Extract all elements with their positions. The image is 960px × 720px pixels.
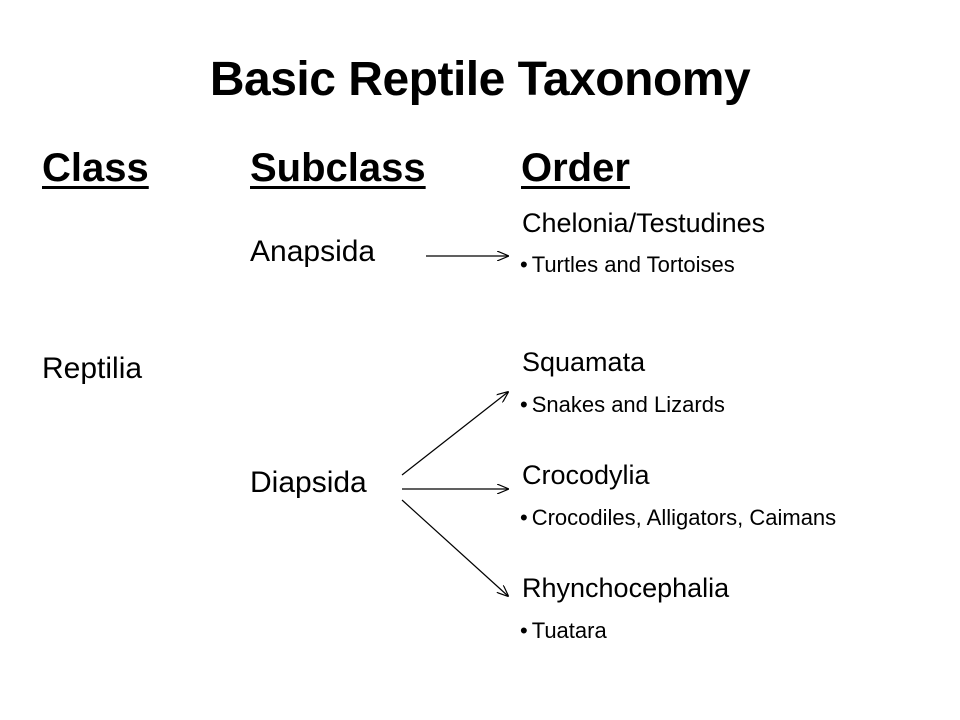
example-text: Snakes and Lizards [531, 392, 725, 417]
bullet-icon: • [520, 252, 528, 277]
header-class: Class [42, 146, 149, 190]
order-crocodylia-example: •Crocodiles, Alligators, Caimans [520, 505, 836, 531]
bullet-icon: • [520, 618, 528, 643]
arrow-diapsida-to-squamata [401, 392, 508, 476]
order-squamata: Squamata [522, 347, 646, 377]
order-squamata-example: •Snakes and Lizards [520, 392, 725, 418]
order-chelonia-example: •Turtles and Tortoises [520, 252, 735, 278]
subclass-diapsida: Diapsida [250, 466, 367, 499]
order-rhynchocephalia: Rhynchocephalia [522, 573, 730, 603]
order-rhynchocephalia-example: •Tuatara [520, 618, 607, 644]
header-subclass: Subclass [250, 146, 426, 190]
example-text: Crocodiles, Alligators, Caimans [531, 505, 837, 530]
order-chelonia: Chelonia/Testudines [522, 208, 766, 238]
example-text: Tuatara [531, 618, 607, 643]
header-order: Order [521, 146, 630, 190]
arrow-diapsida-to-rhynchocephalia [401, 499, 508, 596]
example-text: Turtles and Tortoises [531, 252, 735, 277]
subclass-anapsida: Anapsida [250, 235, 376, 268]
order-crocodylia: Crocodylia [522, 460, 650, 490]
class-reptilia: Reptilia [42, 352, 143, 385]
slide-title: Basic Reptile Taxonomy [209, 53, 751, 106]
bullet-icon: • [520, 392, 528, 417]
bullet-icon: • [520, 505, 528, 530]
